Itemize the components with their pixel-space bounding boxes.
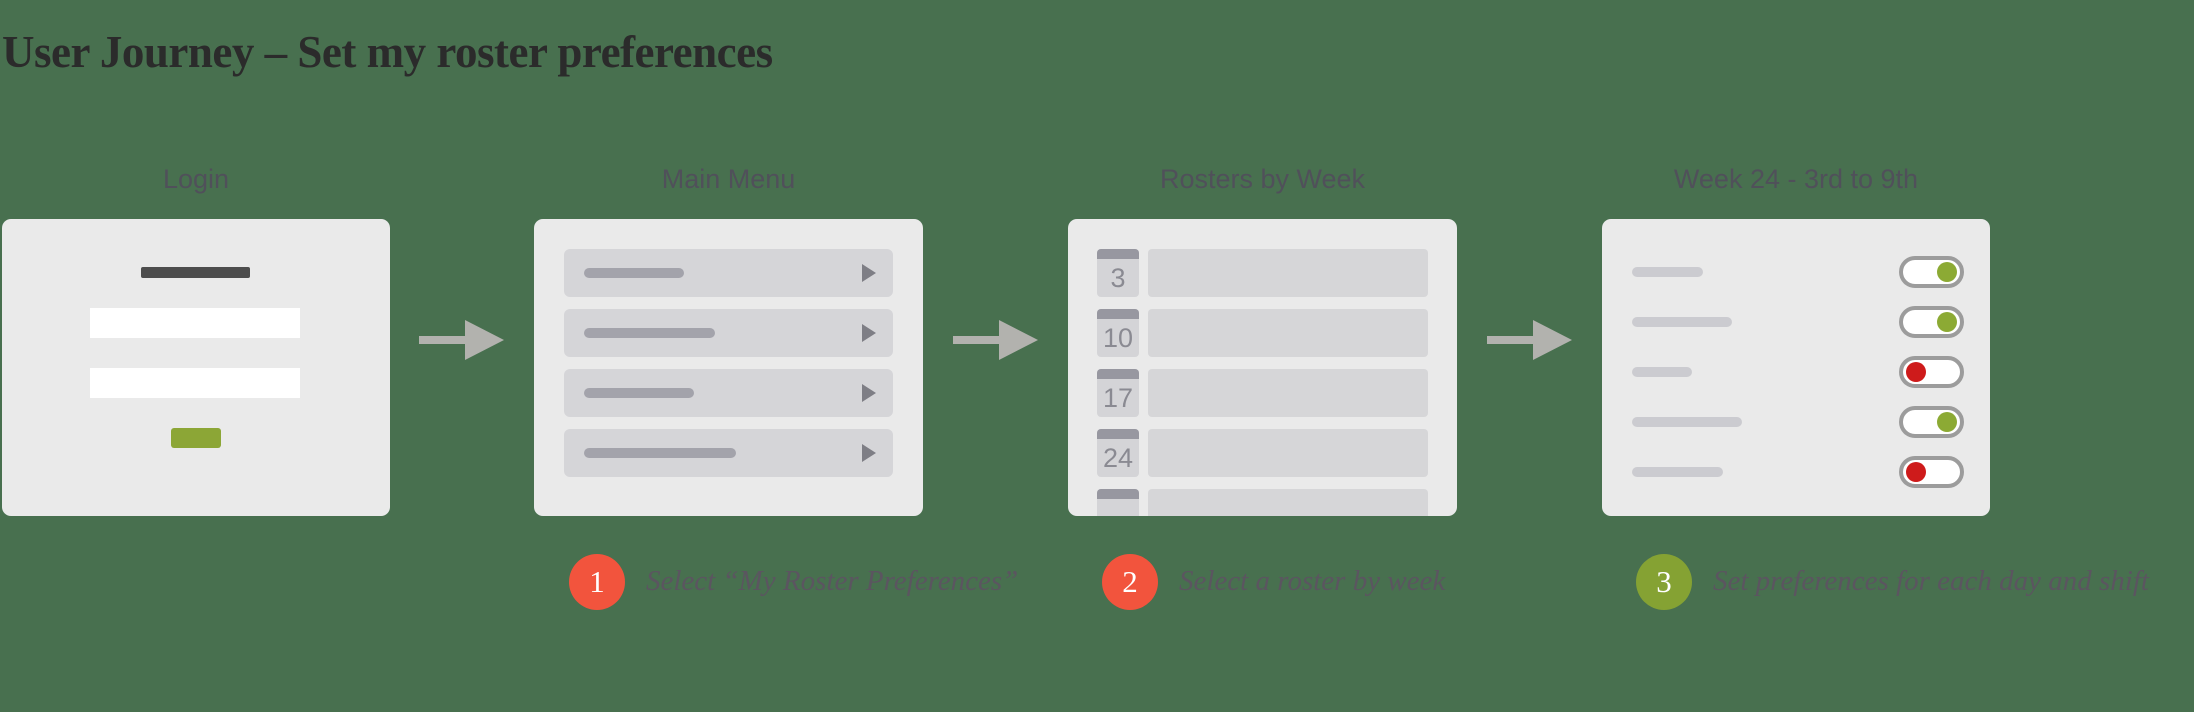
step-annotation-text: Select “My Roster Preferences” bbox=[646, 565, 1019, 597]
arrow-shaft bbox=[953, 336, 999, 344]
panel-label-main-menu: Main Menu bbox=[661, 164, 796, 194]
preference-label-placeholder bbox=[1632, 417, 1742, 427]
roster-row-placeholder[interactable] bbox=[1148, 249, 1428, 297]
calendar-icon bbox=[1097, 489, 1139, 516]
panel-label-rosters: Rosters by Week bbox=[1159, 164, 1366, 194]
logo-placeholder bbox=[141, 267, 250, 278]
preference-toggle[interactable] bbox=[1899, 456, 1964, 488]
preferences-card bbox=[1602, 219, 1990, 516]
menu-item-text-placeholder bbox=[584, 328, 715, 338]
roster-row-placeholder[interactable] bbox=[1148, 309, 1428, 357]
flow-arrow-icon bbox=[1487, 320, 1572, 360]
toggle-knob bbox=[1906, 362, 1926, 382]
menu-item[interactable] bbox=[564, 249, 893, 297]
calendar-icon-header bbox=[1097, 489, 1139, 499]
preference-label-placeholder bbox=[1632, 467, 1723, 477]
calendar-day: 10 bbox=[1102, 323, 1134, 353]
calendar-day: 17 bbox=[1102, 383, 1134, 413]
calendar-day: 3 bbox=[1110, 263, 1126, 293]
calendar-day bbox=[1097, 499, 1139, 516]
menu-item[interactable] bbox=[564, 309, 893, 357]
step-annotation-text: Select a roster by week bbox=[1179, 565, 1446, 597]
step-annotation-text: Set preferences for each day and shift bbox=[1713, 565, 2149, 597]
login-card bbox=[2, 219, 390, 516]
menu-item-text-placeholder bbox=[584, 448, 736, 458]
calendar-icon-header bbox=[1097, 249, 1139, 259]
chevron-right-icon bbox=[862, 384, 876, 402]
calendar-icon-header bbox=[1097, 369, 1139, 379]
step-number-badge: 3 bbox=[1636, 553, 1692, 610]
flow-arrow-icon bbox=[953, 320, 1038, 360]
step-annotation-3: 3 Set preferences for each day and shift bbox=[1636, 553, 2149, 610]
menu-item-text-placeholder bbox=[584, 388, 694, 398]
login-button[interactable] bbox=[171, 428, 221, 448]
arrow-shaft bbox=[1487, 336, 1533, 344]
step-number-badge: 1 bbox=[569, 553, 625, 610]
toggle-knob bbox=[1937, 412, 1957, 432]
flow-arrow-icon bbox=[419, 320, 504, 360]
menu-item[interactable] bbox=[564, 369, 893, 417]
username-input[interactable] bbox=[90, 308, 300, 338]
password-input[interactable] bbox=[90, 368, 300, 398]
preference-toggle[interactable] bbox=[1899, 256, 1964, 288]
calendar-icon-header bbox=[1097, 429, 1139, 439]
rosters-card: 3 10 17 24 bbox=[1068, 219, 1457, 516]
preference-toggle[interactable] bbox=[1899, 306, 1964, 338]
calendar-icon: 17 bbox=[1097, 369, 1139, 417]
roster-row-placeholder[interactable] bbox=[1148, 429, 1428, 477]
main-menu-card bbox=[534, 219, 923, 516]
panel-label-week: Week 24 - 3rd to 9th bbox=[1673, 164, 1919, 194]
calendar-icon: 24 bbox=[1097, 429, 1139, 477]
arrow-shaft bbox=[419, 336, 465, 344]
toggle-knob bbox=[1937, 312, 1957, 332]
step-annotation-1: 1 Select “My Roster Preferences” bbox=[569, 553, 1018, 610]
chevron-right-icon bbox=[862, 264, 876, 282]
menu-item-text-placeholder bbox=[584, 268, 684, 278]
calendar-day: 24 bbox=[1102, 443, 1134, 473]
roster-row-placeholder[interactable] bbox=[1148, 369, 1428, 417]
calendar-icon: 10 bbox=[1097, 309, 1139, 357]
preference-label-placeholder bbox=[1632, 267, 1703, 277]
roster-row-placeholder[interactable] bbox=[1148, 489, 1428, 516]
step-number-badge: 2 bbox=[1102, 553, 1158, 610]
calendar-icon-header bbox=[1097, 309, 1139, 319]
step-annotation-2: 2 Select a roster by week bbox=[1102, 553, 1445, 610]
preference-label-placeholder bbox=[1632, 367, 1692, 377]
menu-item[interactable] bbox=[564, 429, 893, 477]
arrow-head bbox=[1533, 320, 1572, 360]
preference-label-placeholder bbox=[1632, 317, 1732, 327]
calendar-icon: 3 bbox=[1097, 249, 1139, 297]
chevron-right-icon bbox=[862, 324, 876, 342]
panel-label-login: Login bbox=[162, 164, 230, 194]
arrow-head bbox=[465, 320, 504, 360]
toggle-knob bbox=[1937, 262, 1957, 282]
toggle-knob bbox=[1906, 462, 1926, 482]
arrow-head bbox=[999, 320, 1038, 360]
chevron-right-icon bbox=[862, 444, 876, 462]
page-title: User Journey – Set my roster preferences bbox=[2, 27, 773, 77]
preference-toggle[interactable] bbox=[1899, 406, 1964, 438]
preference-toggle[interactable] bbox=[1899, 356, 1964, 388]
